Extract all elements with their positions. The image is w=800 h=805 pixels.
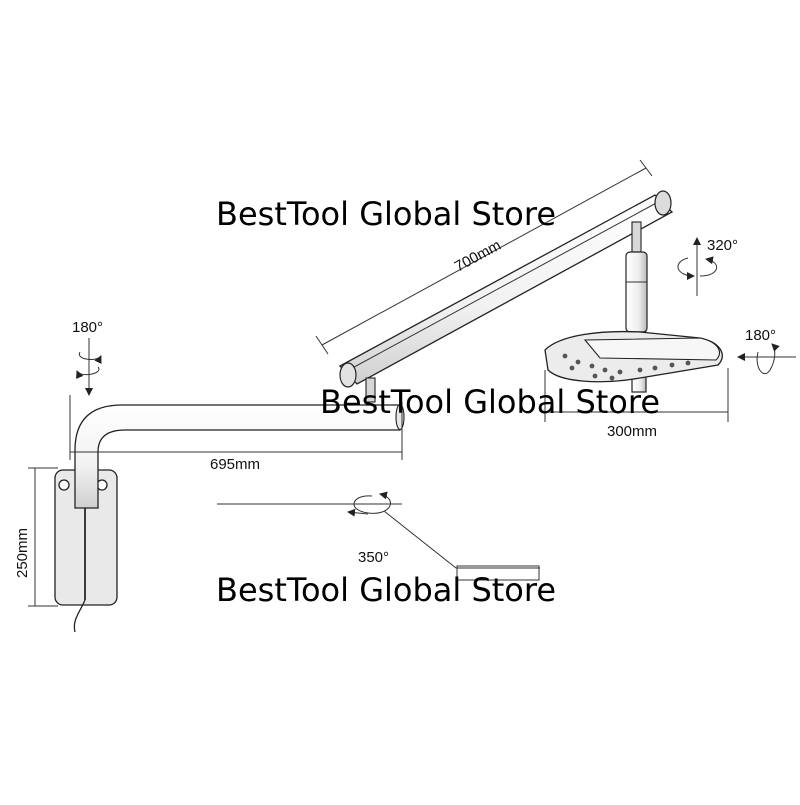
rotation-base-icon <box>76 338 102 396</box>
dim-700-label: 700mm <box>452 237 504 276</box>
rotation-base-label: 180° <box>72 319 103 336</box>
rotation-middle-label: 350° <box>358 549 389 566</box>
dim-695 <box>70 402 403 460</box>
dim-695-label: 695mm <box>210 456 260 473</box>
dim-250 <box>28 467 58 607</box>
rotation-head-tilt-label: 180° <box>745 327 776 344</box>
dim-300 <box>544 368 729 422</box>
light-head <box>544 330 723 383</box>
rotation-middle-icon <box>217 491 540 581</box>
rotation-head-tilt-icon <box>737 343 796 375</box>
watermark-top: BestTool Global Store <box>216 195 557 233</box>
rotation-head-vertical-label: 320° <box>707 237 738 254</box>
dim-250-label: 250mm <box>14 528 31 578</box>
rotation-head-vertical-icon <box>677 237 717 296</box>
watermark-bottom: BestTool Global Store <box>216 571 557 609</box>
dim-300-label: 300mm <box>607 423 657 440</box>
upper-arm <box>338 190 674 403</box>
watermark-middle: BestTool Global Store <box>320 383 661 421</box>
dim-700 <box>315 159 653 355</box>
bolt-left-icon <box>58 479 70 491</box>
